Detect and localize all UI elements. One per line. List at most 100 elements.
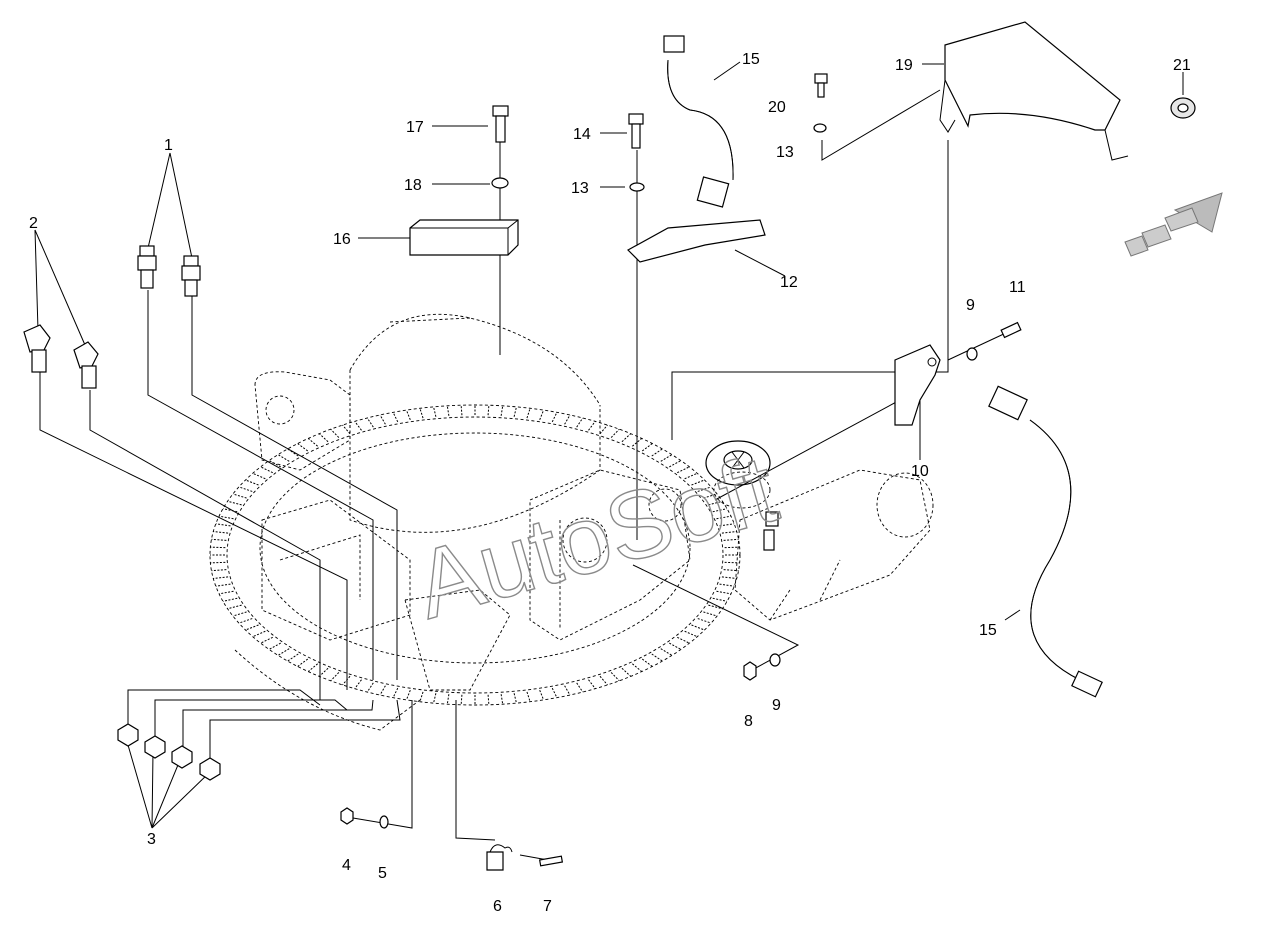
part-11-bolt — [1000, 321, 1022, 339]
ring-gear-tooth — [232, 611, 247, 617]
ring-gear-tooth — [433, 406, 437, 417]
housing-left-mount — [261, 499, 411, 641]
leader-lines — [34, 61, 1184, 861]
ring-gear-tooth — [660, 454, 673, 462]
callout-1: 1 — [164, 137, 173, 154]
ring-gear-tooth — [446, 405, 450, 416]
ring-gear-tooth — [222, 508, 238, 513]
callout-10: 10 — [911, 463, 929, 480]
ring-gear-tooth — [227, 500, 242, 506]
ring-gear-tooth — [719, 583, 735, 587]
part-10-bracket — [894, 344, 941, 426]
callout-12: 12 — [780, 274, 798, 291]
ring-gear-tooth — [277, 648, 290, 656]
callout-11: 11 — [1009, 279, 1026, 296]
ring-gear-tooth — [551, 687, 558, 698]
ring-gear-tooth — [599, 424, 608, 435]
part-18-washer — [491, 177, 509, 189]
callout-9-lower: 9 — [772, 697, 781, 714]
ring-gear-tooth — [297, 658, 309, 667]
part-9-washer-lower — [769, 653, 781, 667]
ring-gear-tooth — [245, 479, 259, 486]
part-2-elbows — [23, 324, 99, 389]
ring-gear-tooth — [218, 590, 234, 595]
ring-gear-tooth — [268, 460, 281, 468]
ring-gear-tooth — [691, 479, 705, 486]
ring-gear-tooth — [641, 443, 653, 452]
housing-lower-skirt — [234, 649, 421, 731]
ring-gear-tooth — [330, 428, 340, 438]
ring-gear-tooth — [564, 414, 571, 425]
ring-gear-tooth — [684, 472, 698, 480]
watermark: AutoSoft — [404, 435, 787, 639]
part-3-nuts — [117, 723, 221, 781]
callout-20: 20 — [768, 99, 786, 116]
ring-gear-tooth — [697, 618, 712, 624]
ring-gear-tooth — [307, 663, 318, 672]
ring-gear-tooth — [460, 405, 463, 416]
ring-gear-tooth — [392, 412, 399, 423]
ring-gear-tooth — [419, 691, 424, 702]
ring-gear-tooth — [213, 531, 229, 534]
part-12-bracket — [627, 219, 766, 263]
ring-gear-tooth — [588, 421, 596, 431]
ring-gear-tooth — [260, 636, 273, 644]
callout-15-top: 15 — [742, 51, 760, 68]
ring-gear-tooth — [342, 675, 351, 686]
callout-5: 5 — [378, 865, 387, 882]
callout-18: 18 — [404, 177, 422, 194]
ring-gear-tooth — [297, 443, 309, 452]
ring-gear-tooth — [211, 569, 227, 572]
ring-gear-tooth — [691, 624, 705, 631]
housing-left-ear — [254, 371, 351, 471]
ring-gear-tooth — [330, 672, 340, 682]
part-6-clamp — [486, 844, 513, 871]
ring-gear-tooth — [354, 421, 362, 431]
ring-gear-tooth — [588, 679, 596, 689]
ring-gear-tooth — [724, 561, 740, 564]
ring-gear-tooth — [539, 690, 545, 701]
ring-gear-tooth — [708, 604, 723, 610]
part-15-hose-bottom — [988, 385, 1103, 698]
ring-gear-tooth — [487, 405, 490, 416]
ring-gear-tooth — [500, 405, 504, 416]
part-15-hose-top — [663, 35, 734, 208]
ring-gear-tooth — [513, 693, 517, 704]
ring-gear-tooth — [245, 624, 259, 631]
ring-gear-tooth — [669, 642, 682, 650]
ring-gear-tooth — [564, 685, 571, 696]
ring-gear-tooth — [460, 694, 463, 705]
ring-gear-tooth — [487, 694, 490, 705]
ring-gear-inner — [226, 416, 724, 694]
ring-gear-tooth — [610, 672, 620, 682]
ring-gear-tooth — [539, 409, 545, 420]
ring-gear-tooth — [260, 466, 273, 474]
ring-gear-teeth — [210, 405, 740, 705]
ring-gear-tooth — [621, 433, 632, 443]
ring-gear-tooth — [379, 414, 386, 425]
callout-9-upper: 9 — [966, 297, 975, 314]
ring-gear-tooth — [576, 682, 584, 693]
ring-gear-tooth — [719, 523, 735, 527]
part-14-bolt — [628, 113, 644, 149]
ring-gear-tooth — [677, 466, 690, 474]
ring-gear-tooth — [526, 691, 531, 702]
part-4-nut — [340, 807, 354, 825]
ring-gear-tooth — [684, 630, 698, 638]
ring-gear-tooth — [307, 438, 318, 447]
ring-gear-tooth — [716, 515, 732, 520]
starter-body — [734, 469, 931, 621]
ring-gear-tooth — [697, 486, 712, 492]
ring-gear-tooth — [222, 597, 238, 602]
ring-gear-tooth — [721, 531, 737, 534]
part-19-cover — [939, 21, 1129, 161]
ring-gear-tooth — [513, 406, 517, 417]
part-21-grommet — [1170, 97, 1196, 119]
ring-gear-tooth — [287, 653, 299, 662]
ring-gear-tooth — [392, 687, 399, 698]
ring-gear-tooth — [708, 500, 723, 506]
ring-gear-tooth — [716, 590, 732, 595]
ring-gear-tooth — [252, 630, 266, 638]
bell-housing-top — [349, 313, 601, 406]
